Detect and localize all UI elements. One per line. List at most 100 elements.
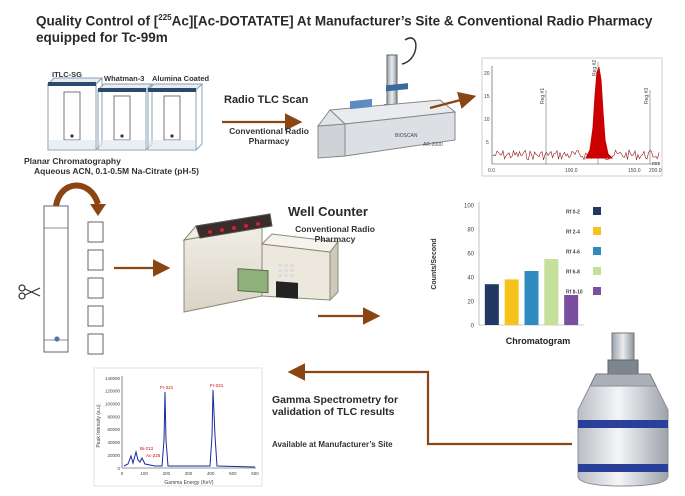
gamma-peak-label-3: Ac-225 — [146, 453, 161, 458]
scan-xtick-1: 100.0 — [565, 168, 578, 174]
radio-tlc-scan-plot: 20 15 10 5 0.0 100.0 150.0 200.0 mm Reg … — [481, 57, 663, 177]
gamma-xtick: 600 — [251, 471, 259, 476]
well-counter-sub2: Pharmacy — [314, 234, 356, 244]
scan-xtick-3: 200.0 — [649, 168, 662, 174]
gamma-xtick: 200 — [163, 471, 171, 476]
bar-chart-ytick: 80 — [467, 228, 474, 234]
bar-chart-ytick: 40 — [467, 276, 474, 282]
legend-swatch — [593, 287, 601, 295]
cut-piece-5 — [87, 333, 104, 355]
well-counter-device — [182, 213, 339, 313]
gamma-xlabel: Gamma Energy (KeV) — [164, 480, 214, 486]
gamma-peak-label-1: Fr-221 — [160, 385, 174, 390]
scan-main-peak — [585, 66, 614, 159]
bar-rf-6-8 — [544, 259, 559, 325]
liquid-nitrogen-dewar — [577, 332, 669, 487]
plate-label-whatman: Whatman-3 — [104, 74, 145, 83]
chromatogram-bar-chart: 0 20 40 60 80 100 Rf 0-2 Rf 2-4 Rf 4-6 Rf 6-8 Rf … — [431, 202, 601, 346]
cut-piece-3 — [87, 277, 104, 299]
gamma-ylabel: Peak Intensity (a.u) — [96, 404, 102, 447]
bar-chart-ylabel: Counts/Second — [431, 238, 438, 289]
gamma-ytick: 140000 — [105, 376, 121, 381]
bar-chart-ytick: 20 — [467, 300, 474, 306]
scan-ytick-0: 20 — [484, 71, 490, 77]
scan-xtick-0: 0.0 — [488, 168, 495, 174]
gamma-xtick: 400 — [207, 471, 215, 476]
scanner-brand-label: BIOSCAN — [395, 133, 418, 139]
bar-chart-xlabel: Chromatogram — [506, 336, 571, 346]
gamma-heading-line2: validation of TLC results — [272, 406, 395, 418]
bar-chart-ytick: 100 — [464, 204, 475, 210]
gamma-ytick: 80000 — [107, 414, 120, 419]
gamma-ytick: 60000 — [107, 427, 120, 432]
tlc-chamber-whatman — [96, 83, 154, 151]
tlc-chamber-itlc — [46, 77, 104, 151]
legend-swatch — [593, 247, 601, 255]
legend-swatch — [593, 267, 601, 275]
scan-x-unit: mm — [652, 161, 660, 167]
planar-caption-line2: Aqueous ACN, 0.1-0.5M Na-Citrate (pH-5) — [34, 166, 199, 176]
plate-label-alumina: Alumina Coated — [152, 74, 210, 83]
curved-arrow-strip-to-pieces — [53, 182, 101, 207]
gamma-heading-line1: Gamma Spectrometry for — [272, 394, 399, 406]
scanner-model-label: AR-2000 — [423, 142, 443, 148]
scan-peak-label-right: Reg #3 — [644, 88, 650, 104]
well-counter-sub1: Conventional Radio — [295, 224, 375, 234]
title-line1-post: Ac][Ac-DOTATATE] At Manufacturer’s Site … — [171, 13, 653, 29]
planar-caption-line1: Planar Chromatography — [24, 156, 121, 166]
cut-piece-2 — [87, 249, 104, 271]
gamma-xtick: 100 — [140, 471, 148, 476]
gamma-spectrum-plot: 140000120000100000800006000040000200000 … — [93, 367, 263, 487]
gamma-xtick: 500 — [229, 471, 237, 476]
title-line1-pre: Quality Control of [ — [36, 13, 159, 29]
gamma-availability-note: Available at Manufacturer’s Site — [272, 440, 393, 449]
bar-chart-ytick: 60 — [467, 252, 474, 258]
scissors-icon — [18, 284, 41, 300]
bar-rf-4-6 — [524, 271, 539, 325]
page-title: Quality Control of [225Ac][Ac-DOTATATE] … — [36, 10, 676, 46]
radio-tlc-sub2: Pharmacy — [248, 136, 290, 146]
scan-peak-label-left: Reg #1 — [540, 88, 546, 104]
legend-swatch — [593, 207, 601, 215]
bar-rf-8-10 — [564, 295, 579, 325]
radio-tlc-heading: Radio TLC Scan — [224, 94, 309, 106]
gamma-ytick: 100000 — [105, 402, 121, 407]
gamma-peak-label-4: Fr-221 — [210, 383, 224, 388]
scan-ytick-2: 10 — [484, 117, 490, 123]
bar-rf-0-2 — [484, 284, 499, 325]
legend-label: Rf 4-6 — [566, 250, 580, 256]
arrow-to-gamma-spectrum — [287, 363, 572, 446]
title-isotope-mass: 225 — [158, 13, 172, 22]
scan-xtick-2: 150.0 — [628, 168, 641, 174]
gamma-ytick: 20000 — [107, 453, 120, 458]
title-line2: equipped for Tc-99m — [36, 29, 168, 45]
radio-tlc-scanner-device: BIOSCAN AR-2000 — [316, 37, 457, 159]
scan-noise-trace — [492, 149, 660, 161]
scan-peak-label-center: Reg #2 — [592, 60, 598, 76]
tlc-chambers — [46, 77, 204, 151]
tlc-strip-cutting — [18, 182, 106, 355]
gamma-spectrum-line — [123, 389, 256, 468]
scan-ytick-3: 5 — [486, 140, 489, 146]
bar-chart-ytick: 0 — [471, 324, 475, 330]
gamma-ytick: 120000 — [105, 389, 121, 394]
plate-label-itlc: ITLC-SG — [52, 70, 82, 79]
well-counter-heading: Well Counter — [288, 204, 368, 219]
legend-label: Rf 8-10 — [566, 290, 583, 296]
cut-piece-4 — [87, 305, 104, 327]
scan-ytick-1: 15 — [484, 94, 490, 100]
legend-label: Rf 2-4 — [566, 230, 580, 236]
cut-piece-1 — [87, 221, 104, 243]
gamma-xtick: 0 — [121, 471, 124, 476]
gamma-peak-label-2: Bi-213 — [140, 446, 154, 451]
legend-label: Rf 0-2 — [566, 210, 580, 216]
bar-rf-2-4 — [504, 279, 519, 325]
gamma-ytick: 0 — [117, 466, 120, 471]
tlc-chamber-alumina — [146, 83, 204, 151]
legend-swatch — [593, 227, 601, 235]
legend-label: Rf 6-8 — [566, 270, 580, 276]
radio-tlc-sub1: Conventional Radio — [229, 126, 309, 136]
gamma-ytick: 40000 — [107, 440, 120, 445]
gamma-xtick: 300 — [185, 471, 193, 476]
